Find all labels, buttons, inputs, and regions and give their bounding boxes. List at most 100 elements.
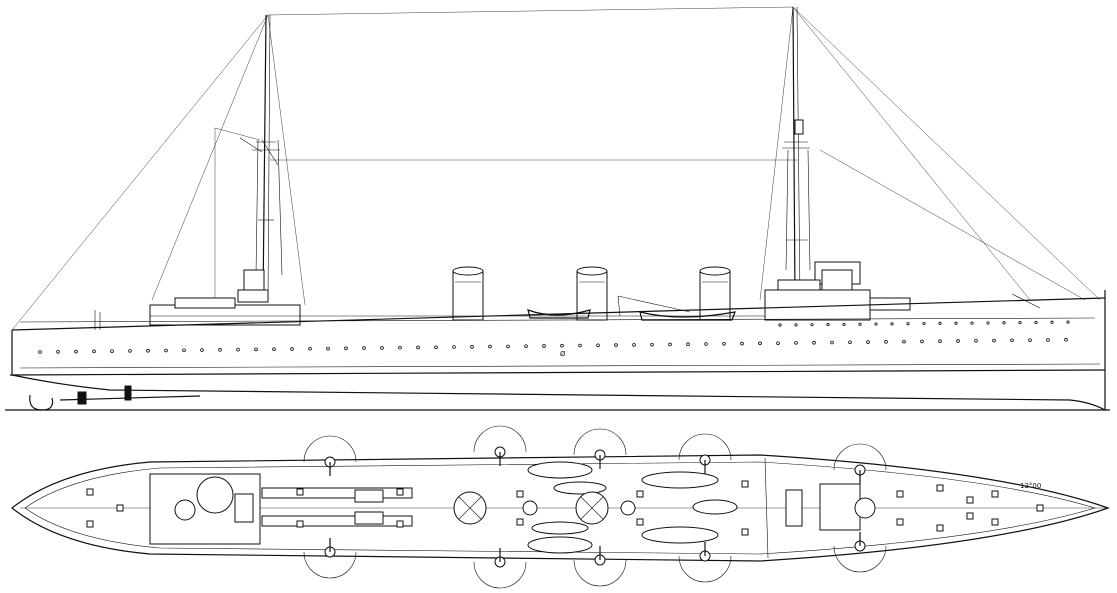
rigging-lines (11, 6, 1101, 331)
porthole (704, 342, 708, 346)
deck-fitting (991, 490, 999, 498)
deck-fitting (741, 480, 749, 488)
porthole (74, 349, 78, 354)
porthole (794, 341, 798, 345)
porthole (596, 343, 600, 348)
porthole (92, 349, 96, 354)
hull: Ø (5, 290, 1110, 411)
deck-fitting (741, 528, 749, 536)
porthole (560, 343, 564, 348)
porthole (938, 321, 942, 325)
porthole (362, 346, 366, 350)
porthole (56, 349, 60, 354)
porthole (1018, 320, 1022, 325)
porthole (434, 345, 438, 350)
porthole (890, 322, 894, 326)
gun-arc (573, 428, 627, 456)
porthole (954, 321, 958, 325)
plan-label: 12°00 (1020, 482, 1041, 490)
deck-fitting (296, 488, 304, 496)
porthole (344, 346, 348, 351)
porthole (858, 322, 862, 326)
plan-hull-outline (11, 454, 1110, 562)
deck-fitting (296, 520, 304, 528)
porthole (778, 323, 782, 327)
porthole (758, 341, 762, 346)
deck-fitting (86, 488, 94, 496)
porthole (906, 322, 910, 326)
porthole (614, 343, 618, 347)
porthole (794, 323, 798, 327)
porthole (506, 344, 510, 349)
porthole (524, 344, 528, 348)
porthole (326, 346, 330, 351)
porthole (128, 349, 132, 353)
deck-fitting (936, 524, 944, 532)
porthole (1010, 338, 1014, 343)
deck-fitting (516, 490, 524, 498)
deck-fitting (896, 490, 904, 498)
deck-fitting (86, 520, 94, 528)
deck-fitting (396, 488, 404, 496)
porthole (866, 340, 870, 344)
gun-arc (303, 435, 357, 463)
porthole (686, 342, 690, 347)
gun-arc (573, 559, 627, 587)
boats (527, 461, 738, 554)
porthole (922, 321, 926, 326)
porthole (902, 339, 906, 344)
porthole (1050, 320, 1054, 324)
plan-funnels (453, 491, 609, 525)
porthole (578, 343, 582, 348)
gun-arc (473, 425, 527, 453)
porthole (920, 339, 924, 344)
porthole (874, 322, 878, 326)
porthole (1002, 321, 1006, 325)
porthole (842, 322, 846, 326)
side-elevation: Ø (5, 6, 1110, 411)
gun-arc (473, 561, 527, 589)
porthole (452, 345, 456, 349)
fore-mast (237, 14, 283, 303)
porthole (470, 345, 474, 349)
porthole (1046, 338, 1050, 342)
porthole (650, 342, 654, 347)
deck-fitting (1036, 504, 1044, 512)
deck-fitting (896, 518, 904, 526)
deck-fitting (636, 490, 644, 498)
porthole (848, 340, 852, 345)
deck-fitting (991, 518, 999, 526)
deck-fitting (516, 518, 524, 526)
porthole (812, 340, 816, 345)
porthole (884, 340, 888, 344)
deck-railing (19, 315, 1096, 323)
porthole (632, 343, 636, 347)
porthole (992, 338, 996, 343)
gun-arc (678, 555, 732, 583)
porthole (1034, 320, 1038, 325)
funnels (452, 266, 731, 321)
gun-arc (833, 545, 887, 573)
deck-fitting (396, 520, 404, 528)
porthole (380, 346, 384, 350)
porthole (182, 348, 186, 353)
porthole (416, 345, 420, 350)
porthole (110, 349, 114, 353)
porthole (38, 350, 42, 354)
gun-arc (678, 433, 732, 461)
porthole (722, 341, 726, 346)
porthole (146, 348, 150, 353)
main-mast (777, 6, 861, 301)
porthole (810, 323, 814, 327)
porthole (542, 344, 546, 348)
porthole (236, 347, 240, 352)
porthole (970, 321, 974, 325)
svg-text:Ø: Ø (560, 350, 566, 358)
porthole (200, 348, 204, 352)
porthole (1066, 320, 1070, 324)
porthole (830, 340, 834, 345)
deck-fitting (116, 504, 124, 512)
deck-fitting (966, 496, 974, 504)
